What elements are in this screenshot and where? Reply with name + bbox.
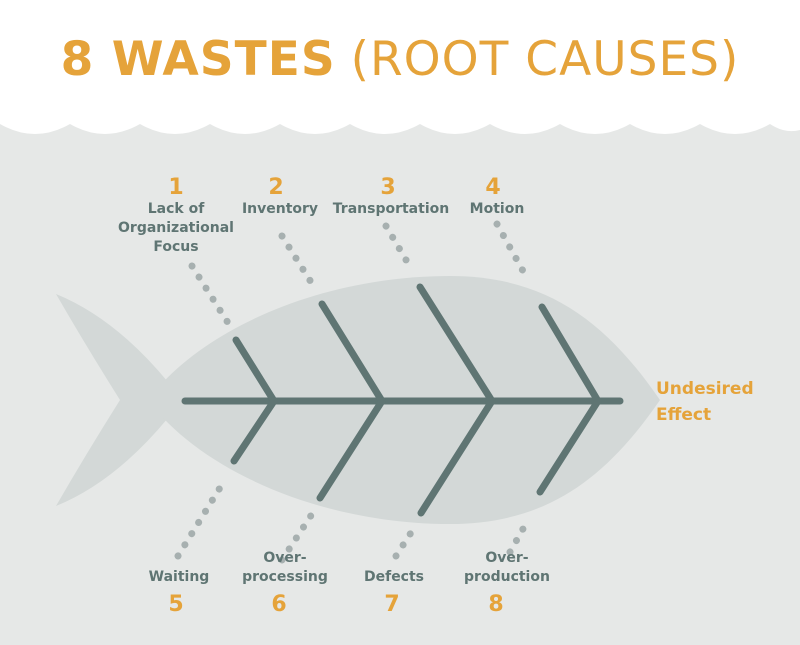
rib-6	[316, 397, 386, 502]
cause-3-number: 3	[380, 175, 396, 200]
cause-5-number: 5	[168, 592, 184, 617]
connector-3	[382, 222, 416, 274]
rib-4	[538, 303, 602, 405]
page-title: 8 WASTES (ROOT CAUSES)	[0, 30, 800, 90]
rib-2	[318, 300, 386, 405]
rib-7	[417, 397, 496, 517]
rib-5	[230, 397, 278, 465]
cause-6-label: Over- processing	[242, 550, 328, 585]
cause-4-label: Motion	[469, 201, 525, 217]
connector-4	[493, 220, 532, 284]
cause-6-number: 6	[271, 592, 287, 617]
title-bold: 8 WASTES	[60, 32, 336, 87]
fish-tail	[56, 294, 168, 506]
connector-7	[392, 524, 418, 560]
cause-1-label: Lack of Organizational Focus	[118, 201, 234, 255]
connector-1	[188, 262, 234, 330]
cause-7-label: Defects	[363, 569, 425, 585]
cause-connectors	[174, 220, 532, 564]
cause-1-number: 1	[168, 175, 184, 200]
connector-5	[174, 474, 230, 560]
cause-8-label: Over- production	[464, 550, 550, 585]
rib-3	[416, 283, 496, 405]
cause-7-number: 7	[384, 592, 400, 617]
fish-skeleton	[181, 283, 624, 517]
title-light: (ROOT CAUSES)	[350, 32, 740, 87]
cause-2-label: Inventory	[241, 201, 319, 217]
undesired-effect-label: Undesired Effect	[656, 379, 754, 425]
cause-4-number: 4	[485, 175, 501, 200]
connector-6	[278, 510, 316, 564]
rib-1	[232, 336, 278, 405]
cause-3-label: Transportation	[332, 201, 450, 217]
cause-2-number: 2	[268, 175, 284, 200]
cause-5-label: Waiting	[148, 569, 210, 585]
rib-8	[536, 397, 602, 496]
cause-8-number: 8	[488, 592, 504, 617]
connector-2	[278, 232, 320, 294]
